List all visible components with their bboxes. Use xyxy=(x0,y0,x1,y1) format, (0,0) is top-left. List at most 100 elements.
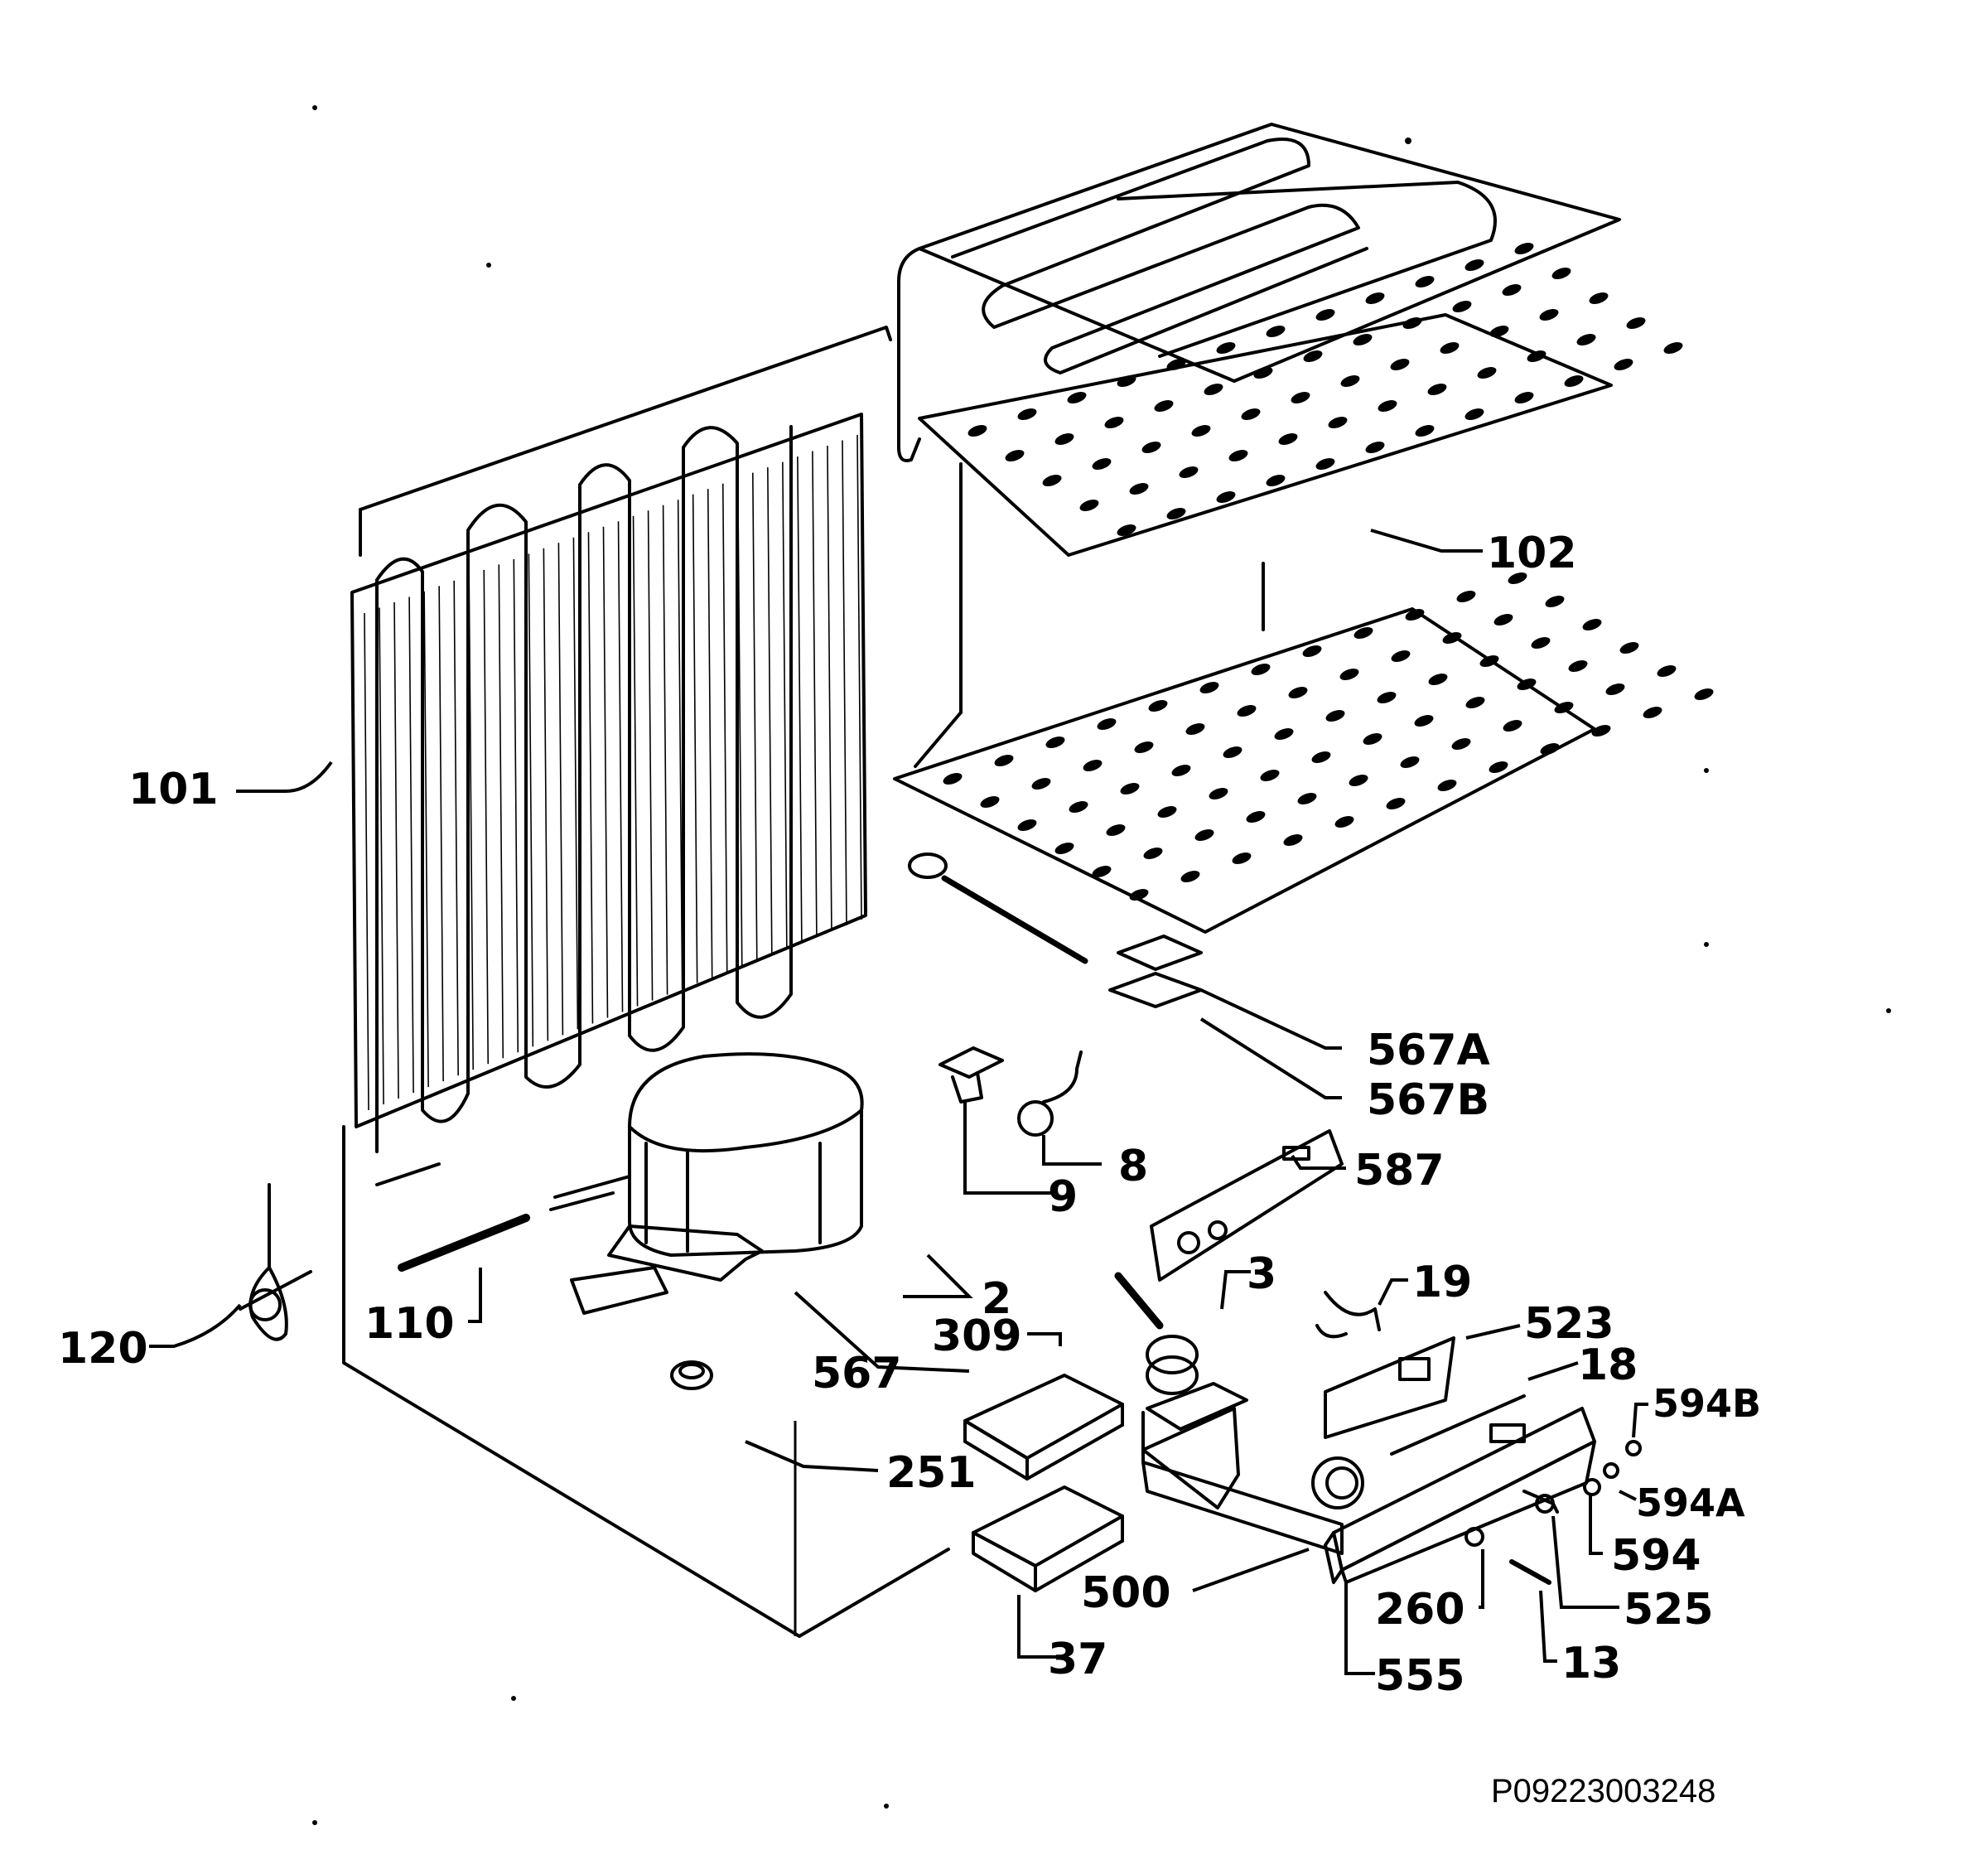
condenser-fin xyxy=(364,612,369,1111)
shelf-slot xyxy=(1134,741,1154,753)
shelf-slot xyxy=(1391,650,1411,662)
shelf-slot xyxy=(1349,775,1368,786)
shelf-slot xyxy=(1054,843,1074,854)
shelf-slot xyxy=(1005,450,1025,461)
shelf-slot xyxy=(1554,702,1574,713)
evaporator-102 xyxy=(893,123,1714,934)
shelf-slot xyxy=(1274,728,1294,740)
shelf-slot xyxy=(1440,342,1460,354)
condenser-fin xyxy=(423,591,429,1088)
shelf-slot xyxy=(1465,697,1485,708)
shelf-slot xyxy=(1191,425,1211,437)
tube-110 xyxy=(398,1214,530,1272)
shelf-slot xyxy=(1045,737,1065,748)
shelf-slot xyxy=(1223,746,1242,758)
bracket-567b xyxy=(1108,972,1203,1008)
compressor-2 xyxy=(549,1052,864,1282)
shelf-slot xyxy=(1106,824,1126,836)
shelf-slot xyxy=(1643,707,1662,718)
shelf-slot xyxy=(1353,627,1373,639)
shelf-slot xyxy=(1514,392,1534,403)
condenser-fin xyxy=(379,607,384,1105)
condenser-fin xyxy=(393,601,399,1099)
shelf-slot xyxy=(1489,326,1509,337)
condenser-fin xyxy=(797,456,803,943)
shelf-slot xyxy=(1502,284,1522,296)
shelf-slot xyxy=(1083,760,1103,771)
shelf-slot xyxy=(1503,720,1522,732)
shelf-slot xyxy=(943,773,963,785)
small-parts xyxy=(1464,1440,1642,1585)
shelf-slot xyxy=(1154,400,1174,412)
shelf-slot xyxy=(1315,309,1335,321)
callout-102: 102 xyxy=(1487,529,1577,578)
shelf-slot xyxy=(1031,778,1051,790)
shelf-slot xyxy=(1171,765,1191,776)
shelf-slot xyxy=(1148,700,1168,712)
shelf-slot xyxy=(1260,770,1280,781)
condenser-fin xyxy=(587,532,594,1024)
condenser-fin xyxy=(408,596,414,1094)
shelf-slot xyxy=(1479,655,1499,667)
shelf-slot xyxy=(1216,342,1236,354)
shelf-slot xyxy=(1619,642,1639,654)
shelf-slot xyxy=(1067,392,1087,403)
condenser-fin xyxy=(856,434,862,920)
knob-500 xyxy=(1311,1456,1364,1509)
shelf-slot xyxy=(1663,342,1683,354)
shelf-slot xyxy=(1452,301,1472,312)
callout-587: 587 xyxy=(1354,1146,1445,1195)
shelf-slot xyxy=(1302,645,1322,657)
shelf-slot xyxy=(1568,660,1588,672)
shelf-slot xyxy=(1209,788,1228,799)
shelf-slot xyxy=(1246,811,1266,823)
condenser-fin xyxy=(498,564,504,1059)
condenser-fin xyxy=(692,494,698,983)
callout-110: 110 xyxy=(364,1299,455,1349)
shelf-slot xyxy=(1415,276,1435,287)
condenser-fin xyxy=(468,575,475,1070)
condenser-fin xyxy=(767,467,773,954)
shelf-slot xyxy=(1104,417,1124,428)
shelf-slot xyxy=(1545,596,1565,607)
shelf-slot xyxy=(1311,751,1331,763)
shelf-slot xyxy=(1437,780,1457,791)
mounting-567 xyxy=(570,1266,668,1315)
condenser-fin xyxy=(572,537,579,1030)
shelf-slot xyxy=(1297,793,1317,804)
callout-567a: 567A xyxy=(1367,1026,1490,1075)
shelf-slot xyxy=(1166,508,1186,519)
shelf-slot xyxy=(1129,483,1149,495)
shelf-slot xyxy=(1626,317,1646,329)
shelf-slot xyxy=(1180,871,1200,882)
shelf-slot xyxy=(1291,392,1310,403)
shelf-slot xyxy=(1129,889,1149,901)
shelf-slot xyxy=(1605,683,1625,695)
shelf-slot xyxy=(1303,350,1323,362)
shelf-slot xyxy=(1339,669,1359,680)
shelf-slot xyxy=(1278,433,1298,445)
shelf-slot xyxy=(1117,524,1136,536)
callout-260: 260 xyxy=(1375,1585,1465,1635)
shelf-slot xyxy=(1069,801,1088,813)
callout-3: 3 xyxy=(1247,1249,1276,1299)
shelf-slot xyxy=(1386,798,1406,809)
condenser-fin xyxy=(707,489,713,978)
condenser-fin xyxy=(528,553,534,1047)
shelf-slot xyxy=(1204,384,1223,395)
callout-555: 555 xyxy=(1375,1651,1465,1701)
thermostat-3 xyxy=(1114,1272,1248,1509)
shelf-slot xyxy=(1365,442,1385,453)
callout-13: 13 xyxy=(1561,1639,1621,1688)
filter-120 xyxy=(239,1183,312,1341)
shelf-slot xyxy=(1120,783,1140,795)
shelf-slot xyxy=(1042,475,1062,486)
condenser-fin xyxy=(483,569,490,1065)
shelf-slot xyxy=(1451,738,1471,750)
shelf-slot xyxy=(1232,852,1252,864)
shelf-slot xyxy=(1143,848,1163,859)
callout-500: 500 xyxy=(1081,1568,1171,1618)
shelf-slot xyxy=(1378,400,1397,412)
condenser-fin xyxy=(677,500,683,989)
condenser-101 xyxy=(350,413,867,1186)
